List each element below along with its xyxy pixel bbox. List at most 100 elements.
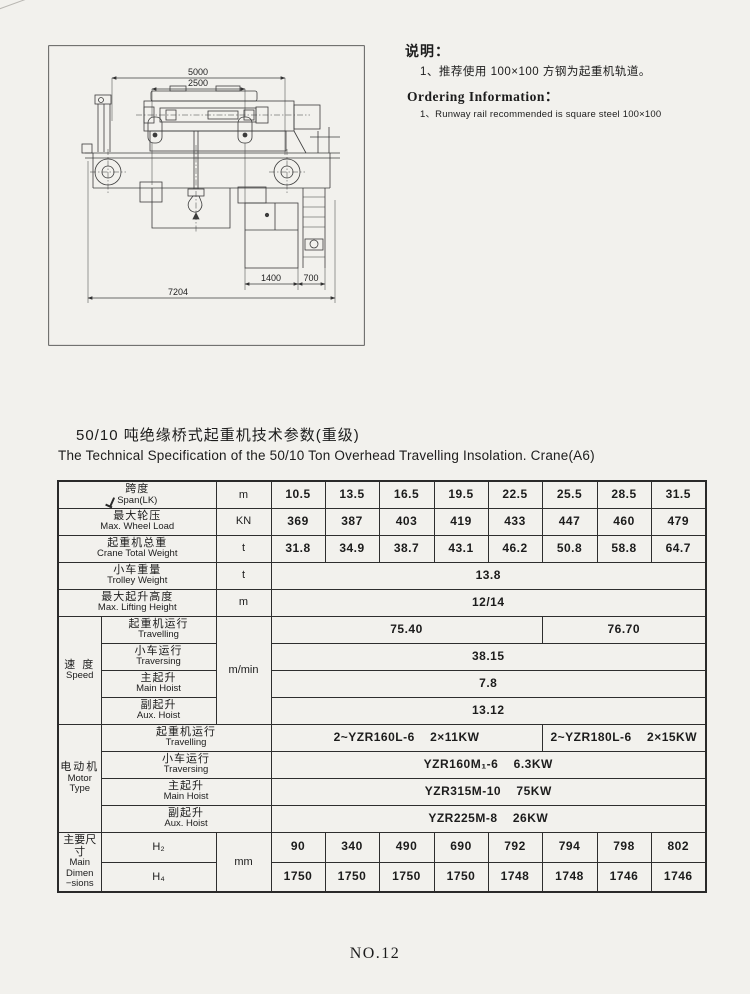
data-cell: 43.1 bbox=[433, 534, 489, 563]
data-cell: 403 bbox=[378, 507, 435, 536]
data-cell: 1746 bbox=[650, 861, 707, 893]
group-label-motor: 电动机 Motor Type bbox=[57, 723, 102, 833]
data-cell: 10.5 bbox=[270, 480, 326, 509]
spec-table: 跨度 Span(LK) m 10.5 13.5 16.5 19.5 22.5 2… bbox=[57, 480, 708, 893]
row-label-lifting-height: 最大起升高度 Max. Lifting Height bbox=[57, 588, 217, 617]
data-cell-merged: 13.8 bbox=[270, 561, 707, 590]
data-cell: 1748 bbox=[541, 861, 598, 893]
unit-cell-speed: m/min bbox=[215, 615, 272, 725]
row-label-motor-aux-hoist: 副起升 Aux. Hoist bbox=[100, 804, 272, 833]
note-cn-item: 1、推荐使用 100×100 方钢为起重机轨道。 bbox=[420, 66, 651, 78]
row-label-motor-travelling: 起重机运行 Travelling bbox=[100, 723, 272, 752]
data-cell: 31.5 bbox=[650, 480, 707, 509]
table-row: 主要尺寸 Main Dimen −sions H₂ mm 90 340 490 … bbox=[57, 831, 707, 893]
data-cell: 794 bbox=[541, 831, 598, 863]
data-cell-merged: 76.70 bbox=[541, 615, 707, 644]
table-row: 小车运行 Traversing YZR160M₁-6 6.3KW bbox=[58, 750, 707, 779]
crane-drawing-svg: 5000 2500 bbox=[48, 45, 365, 346]
unit-cell: t bbox=[215, 534, 272, 563]
data-cell: 447 bbox=[541, 507, 598, 536]
row-label-crane-weight: 起重机总重 Crane Total Weight bbox=[57, 534, 217, 563]
group-label-speed: 速 度 Speed bbox=[57, 615, 102, 725]
data-cell: 64.7 bbox=[650, 534, 707, 563]
data-cell: 369 bbox=[270, 507, 326, 536]
data-cell: 58.8 bbox=[596, 534, 652, 563]
data-cell: 1750 bbox=[270, 861, 326, 893]
row-label-speed-main-hoist: 主起升 Main Hoist bbox=[100, 669, 217, 698]
table-row: 跨度 Span(LK) m 10.5 13.5 16.5 19.5 22.5 2… bbox=[57, 480, 707, 509]
data-cell: 340 bbox=[324, 831, 380, 863]
unit-cell: KN bbox=[215, 507, 272, 536]
note-cn-title: 说明： bbox=[405, 43, 450, 59]
data-cell-merged: 7.8 bbox=[270, 669, 707, 698]
row-label-speed-aux-hoist: 副起升 Aux. Hoist bbox=[100, 696, 217, 725]
table-row: 最大起升高度 Max. Lifting Height m 12/14 bbox=[57, 588, 707, 617]
table-row: 速 度 Speed 起重机运行 Travelling m/min 75.40 7… bbox=[57, 615, 707, 725]
dim-7204: 7204 bbox=[168, 287, 188, 297]
data-cell: 479 bbox=[650, 507, 707, 536]
data-cell: 802 bbox=[650, 831, 707, 863]
dim-700: 700 bbox=[303, 273, 318, 283]
table-row: 起重机总重 Crane Total Weight t 31.8 34.9 38.… bbox=[57, 534, 707, 563]
data-cell: 13.5 bbox=[324, 480, 380, 509]
data-cell: 16.5 bbox=[378, 480, 435, 509]
table-row: 小车运行 Traversing 38.15 bbox=[58, 642, 707, 671]
data-cell: 1746 bbox=[596, 861, 652, 893]
row-label-motor-main-hoist: 主起升 Main Hoist bbox=[100, 777, 272, 806]
data-cell: 792 bbox=[487, 831, 543, 863]
data-cell: 460 bbox=[596, 507, 652, 536]
ordering-information-title: Ordering Information： bbox=[407, 89, 559, 104]
dim-5000: 5000 bbox=[188, 67, 208, 77]
data-cell: 798 bbox=[596, 831, 652, 863]
data-cell: 433 bbox=[487, 507, 543, 536]
unit-cell-dims: mm bbox=[215, 831, 272, 893]
data-cell-merged: 38.15 bbox=[270, 642, 707, 671]
row-label-speed-travelling: 起重机运行 Travelling bbox=[100, 615, 217, 644]
row-label-span: 跨度 Span(LK) bbox=[57, 480, 217, 509]
data-cell-merged: 12/14 bbox=[270, 588, 707, 617]
data-cell: 419 bbox=[433, 507, 489, 536]
data-cell-merged: YZR160M₁-6 6.3KW bbox=[270, 750, 707, 779]
data-cell: 387 bbox=[324, 507, 380, 536]
ordering-information-item: 1、Runway rail recommended is square stee… bbox=[420, 109, 662, 120]
table-row: 电动机 Motor Type 起重机运行 Travelling 2~YZR160… bbox=[57, 723, 707, 833]
data-cell: 31.8 bbox=[270, 534, 326, 563]
data-cell: 1750 bbox=[433, 861, 489, 893]
drawing-border bbox=[48, 45, 365, 346]
data-cell-merged: 2~YZR160L-6 2×11KW bbox=[270, 723, 543, 752]
group-label-dimensions: 主要尺寸 Main Dimen −sions bbox=[57, 831, 102, 893]
row-label-trolley-weight: 小车重量 Trolley Weight bbox=[57, 561, 217, 590]
data-cell: 34.9 bbox=[324, 534, 380, 563]
row-label-h4: H₄ bbox=[100, 861, 217, 893]
table-row: 副起升 Aux. Hoist 13.12 bbox=[58, 696, 707, 725]
unit-cell: m bbox=[215, 480, 272, 509]
row-label-h2: H₂ bbox=[100, 831, 217, 863]
row-label-speed-traversing: 小车运行 Traversing bbox=[100, 642, 217, 671]
data-cell: 490 bbox=[378, 831, 435, 863]
table-row: 最大轮压 Max. Wheel Load KN 369 387 403 419 … bbox=[57, 507, 707, 536]
data-cell: 50.8 bbox=[541, 534, 598, 563]
table-row: 小车重量 Trolley Weight t 13.8 bbox=[57, 561, 707, 590]
row-label-motor-traversing: 小车运行 Traversing bbox=[100, 750, 272, 779]
data-cell: 690 bbox=[433, 831, 489, 863]
table-row: 主起升 Main Hoist YZR315M-10 75KW bbox=[58, 777, 707, 806]
data-cell: 25.5 bbox=[541, 480, 598, 509]
table-row: 副起升 Aux. Hoist YZR225M-8 26KW bbox=[58, 804, 707, 833]
table-title-chinese: 50/10 吨绝缘桥式起重机技术参数(重级) bbox=[76, 427, 360, 444]
table-title-english: The Technical Specification of the 50/10… bbox=[58, 448, 595, 463]
data-cell: 38.7 bbox=[378, 534, 435, 563]
data-cell: 1748 bbox=[487, 861, 543, 893]
data-cell: 90 bbox=[270, 831, 326, 863]
unit-cell: t bbox=[215, 561, 272, 590]
row-label-wheel-load: 最大轮压 Max. Wheel Load bbox=[57, 507, 217, 536]
unit-cell: m bbox=[215, 588, 272, 617]
dim-1400: 1400 bbox=[261, 273, 281, 283]
data-cell-merged: 2~YZR180L-6 2×15KW bbox=[541, 723, 707, 752]
data-cell: 46.2 bbox=[487, 534, 543, 563]
data-cell: 19.5 bbox=[433, 480, 489, 509]
data-cell: 1750 bbox=[324, 861, 380, 893]
data-cell: 28.5 bbox=[596, 480, 652, 509]
data-cell-merged: YZR225M-8 26KW bbox=[270, 804, 707, 833]
scan-corner-artifact bbox=[0, 0, 39, 11]
